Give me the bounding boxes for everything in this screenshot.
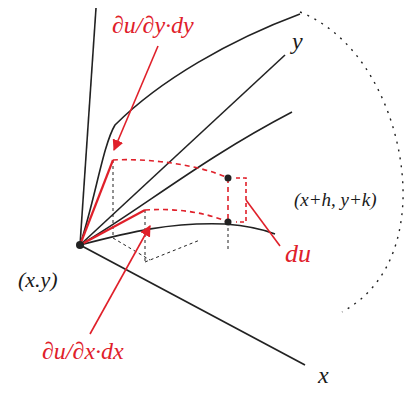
du-leader: [246, 200, 280, 246]
surface-curve: [80, 112, 292, 245]
surface-curve: [80, 224, 275, 245]
axis-label: x: [318, 362, 329, 388]
boundary-curve: [300, 12, 403, 312]
dx-vector: [80, 210, 145, 245]
dx-leader: [90, 226, 150, 334]
point-label: (x.y): [18, 268, 58, 292]
dy-leader: [114, 46, 158, 150]
tangent-plane: [113, 160, 228, 222]
axis-label: y: [292, 28, 303, 54]
point-label: (x+h, y+k): [294, 190, 377, 211]
drop-line: [113, 160, 228, 262]
partial-y-label: ∂u/∂y·dy: [112, 12, 194, 38]
partial-x-label: ∂u/∂x·dx: [42, 338, 124, 364]
tangent-point: [225, 219, 232, 226]
dy-vector: [80, 160, 113, 245]
surface-point: [225, 175, 232, 182]
y-axis: [80, 55, 285, 245]
origin-point: [76, 241, 84, 249]
differential-label: du: [285, 240, 311, 269]
du-bracket: [236, 178, 246, 222]
